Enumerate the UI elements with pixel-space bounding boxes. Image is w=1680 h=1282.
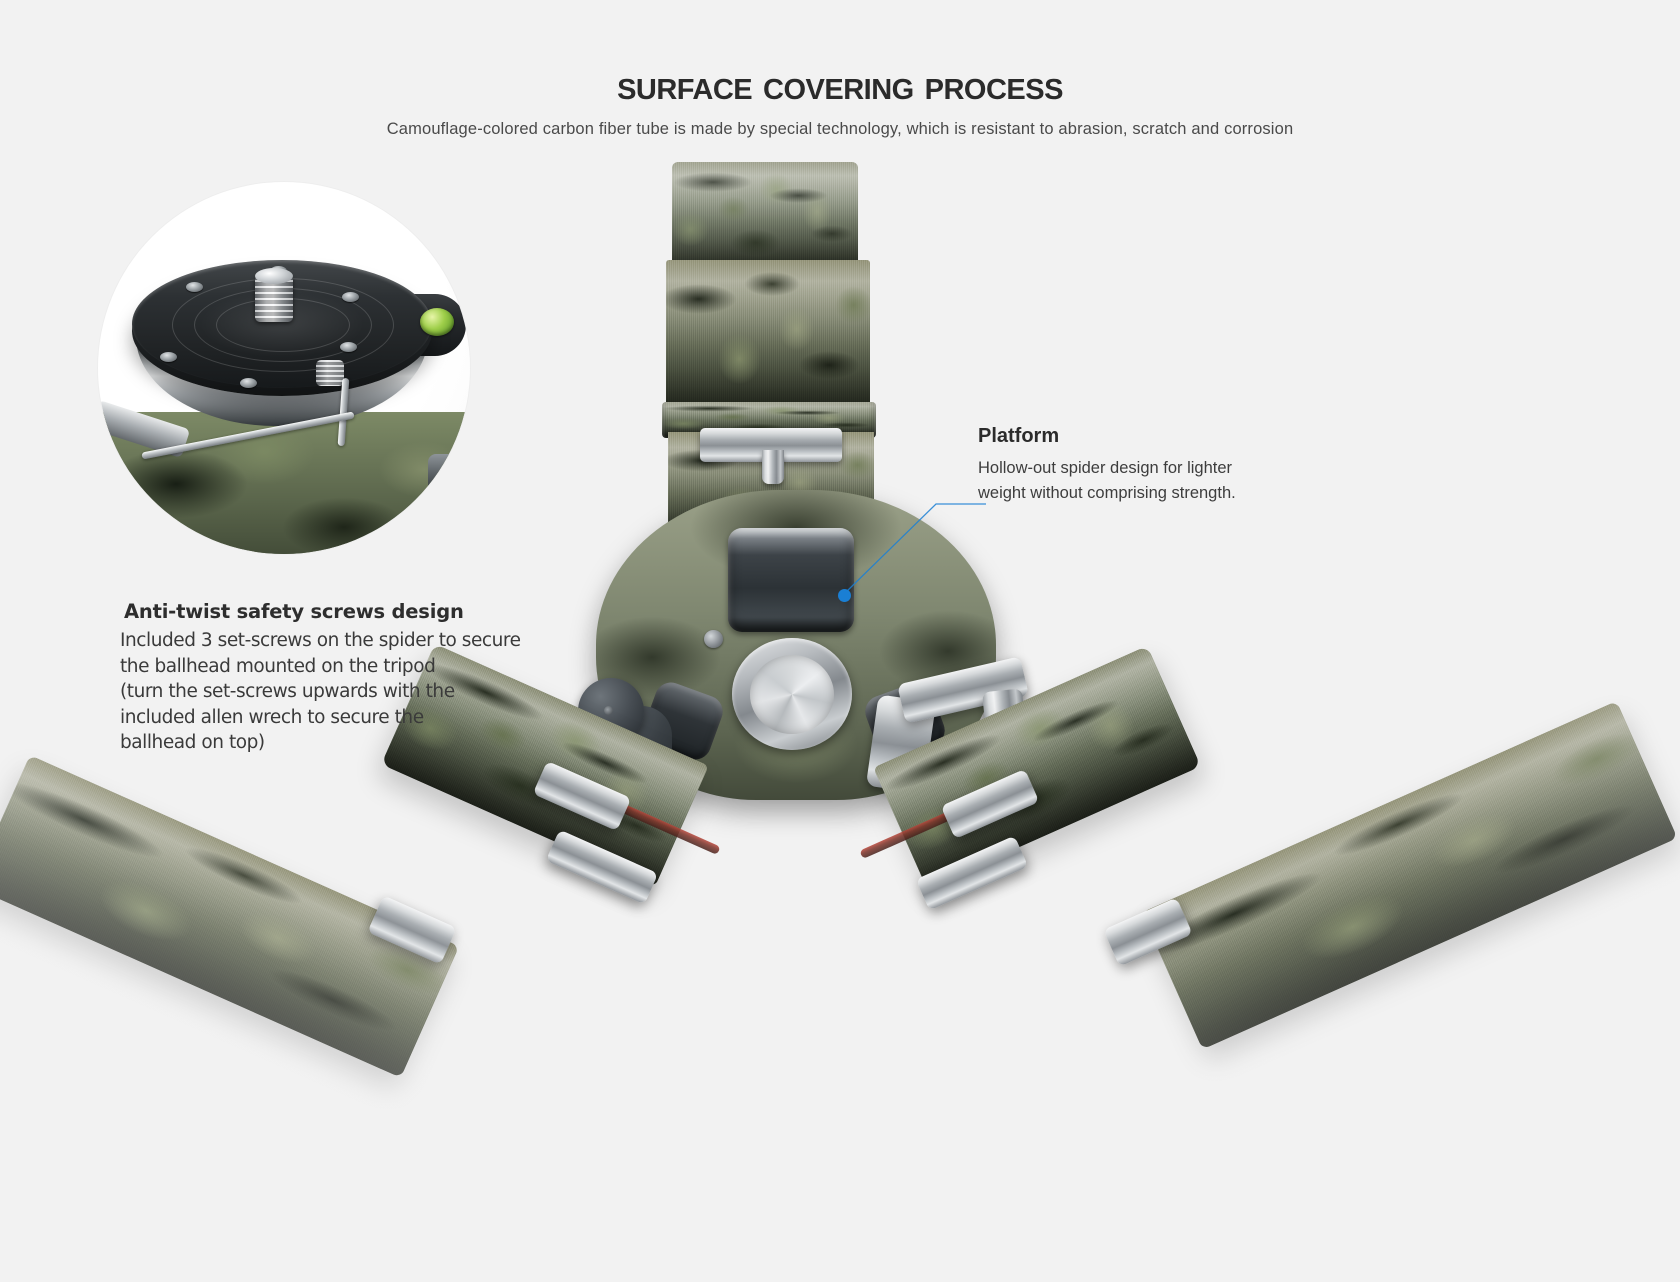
page-subtitle: Camouflage-colored carbon fiber tube is … <box>386 120 1294 138</box>
inset-plate-screw-5 <box>342 292 359 302</box>
anti-twist-callout-body: Included 3 set-screws on the spider to s… <box>120 628 540 756</box>
anti-twist-callout-line-5: ballhead on top) <box>120 732 265 754</box>
inset-bubble-level <box>420 308 454 336</box>
tripod-leg-right-lower <box>1141 700 1678 1050</box>
platform-leader-dot <box>838 589 851 602</box>
hub-left-cap-screw <box>604 706 613 715</box>
platform-callout-line-1: Hollow-out spider design for lighter <box>978 459 1233 477</box>
inset-plate-screw-2 <box>186 282 203 292</box>
inset-plate-screw-6 <box>340 342 357 352</box>
inset-center-mounting-screw-head <box>255 268 293 284</box>
spider-hollow-out-window <box>728 528 854 632</box>
platform-callout-title: Platform <box>978 425 1060 447</box>
spider-set-screw <box>704 630 723 648</box>
anti-twist-callout: Anti-twist safety screws design Included… <box>120 600 540 756</box>
anti-twist-callout-title: Anti-twist safety screws design <box>124 600 464 623</box>
inset-plate-screw-4 <box>160 352 177 362</box>
platform-callout-body: Hollow-out spider design for lighter wei… <box>978 456 1278 506</box>
anti-twist-screws-detail-inset <box>98 182 470 554</box>
spider-center-disc <box>750 655 834 734</box>
inset-plate-screw-3 <box>240 378 257 388</box>
center-column-clamp-knob <box>762 450 784 484</box>
platform-callout: Platform Hollow-out spider design for li… <box>978 425 1278 506</box>
platform-callout-line-2: weight without comprising strength. <box>978 484 1236 502</box>
center-column-tube-lower <box>666 260 870 410</box>
center-column-tube-upper <box>672 162 858 274</box>
inset-knob <box>428 454 470 494</box>
anti-twist-callout-line-1: Included 3 set-screws on the spider to s… <box>120 630 521 651</box>
page-header: Surface covering process Camouflage-colo… <box>0 0 1680 139</box>
inset-set-screw <box>316 360 344 386</box>
page-title: Surface covering process <box>617 62 1063 108</box>
anti-twist-callout-line-4: included allen wrech to secure the <box>120 706 424 728</box>
inset-camo-hub <box>98 412 470 554</box>
anti-twist-callout-line-3: (turn the set-screws upwards with the <box>120 681 455 703</box>
anti-twist-callout-line-2: the ballhead mounted on the tripod <box>120 655 436 677</box>
